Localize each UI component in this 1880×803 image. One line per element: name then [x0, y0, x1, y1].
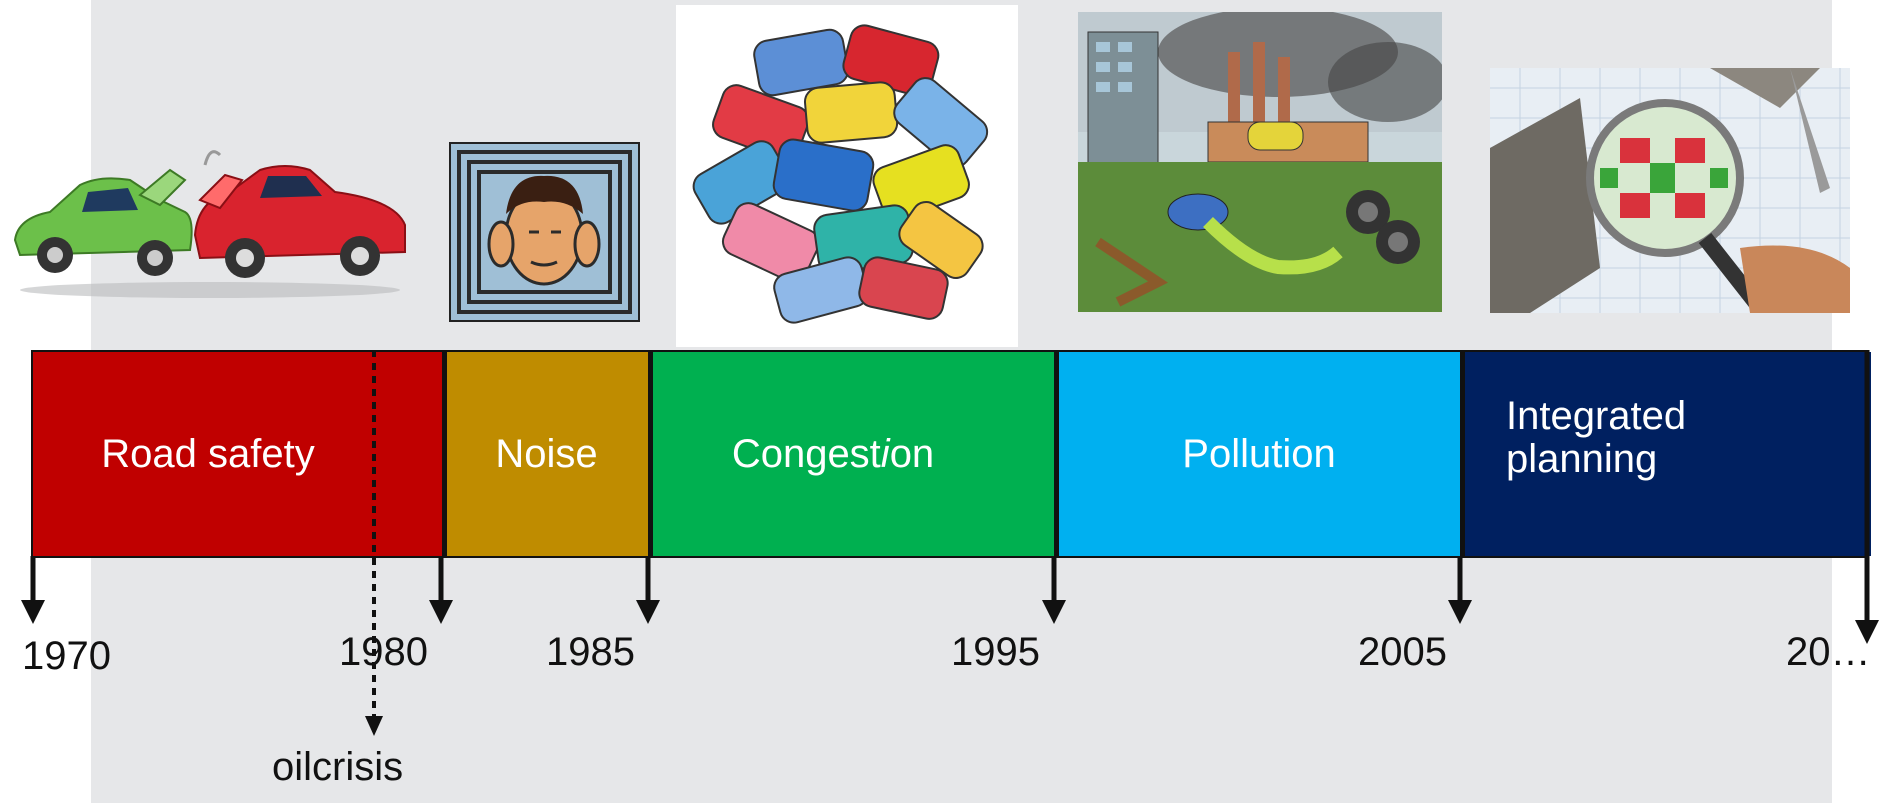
segment-label-road-safety: Road safety	[101, 431, 315, 476]
segment-label-pollution: Pollution	[1182, 431, 1336, 476]
timeline-bar: Road safety Noise Congestion Pollution I…	[31, 350, 1871, 558]
arrow-20xx	[1855, 350, 1879, 644]
divider-2005	[1460, 352, 1465, 556]
covering-ears-icon	[449, 142, 640, 322]
integrated-line-1: Integrated	[1506, 393, 1687, 438]
congestion-text-part-3: on	[889, 431, 935, 476]
magnifying-glass-map-icon	[1490, 68, 1850, 313]
car-pile-icon	[676, 5, 1018, 347]
year-label-1980: 1980	[339, 630, 428, 674]
industrial-pollution-icon	[1078, 12, 1442, 312]
year-label-2005: 2005	[1358, 630, 1447, 674]
segment-label-noise: Noise	[495, 431, 598, 476]
year-label-1995: 1995	[951, 630, 1040, 674]
arrow-2005	[1448, 556, 1472, 624]
year-label-20xx: 20…	[1786, 630, 1871, 674]
segment-noise: Noise	[443, 352, 650, 556]
segment-congestion: Congestion	[650, 352, 1056, 556]
oilcrisis-label: oilcrisis	[272, 745, 404, 789]
car-crash-icon	[10, 140, 410, 300]
arrow-1980	[429, 556, 453, 624]
divider-1995	[1054, 352, 1059, 556]
segment-label-integrated-planning: Integrated planning	[1506, 393, 1687, 481]
arrow-1985	[636, 556, 660, 624]
arrow-1995	[1042, 556, 1066, 624]
divider-1980	[442, 352, 447, 556]
oilcrisis-dotted-arrow	[365, 350, 383, 736]
congestion-text-part-2: i	[880, 431, 890, 476]
integrated-line-2: planning	[1506, 437, 1658, 481]
year-label-1970: 1970	[22, 634, 111, 678]
segment-pollution: Pollution	[1056, 352, 1462, 556]
year-label-1985: 1985	[546, 630, 635, 674]
arrow-1970	[21, 556, 45, 624]
segment-integrated-planning: Integrated planning	[1462, 352, 1871, 556]
segment-label-congestion: Congestion	[732, 432, 934, 477]
divider-1985	[648, 352, 653, 556]
congestion-text-part-1: Congest	[731, 431, 881, 476]
